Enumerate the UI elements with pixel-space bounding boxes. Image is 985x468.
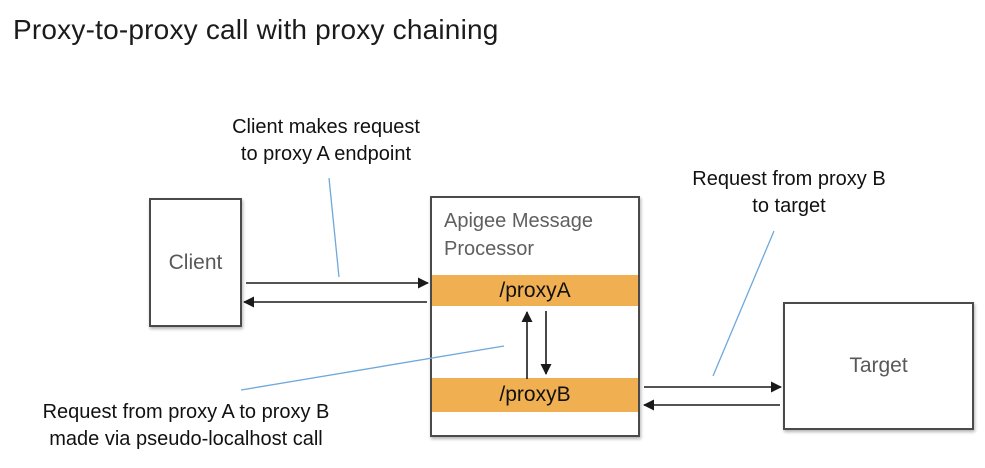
annotation-client-request: Client makes request to proxy A endpoint xyxy=(232,116,420,165)
leader-proxyb-to-target xyxy=(712,230,775,377)
leader-client-request xyxy=(328,177,340,278)
endpoint-proxya-label: /proxyA xyxy=(499,278,571,302)
annotation-proxyb-to-target: Request from proxy B to target xyxy=(692,168,886,217)
endpoint-proxya: /proxyA xyxy=(432,275,638,306)
endpoint-proxyb: /proxyB xyxy=(432,378,638,412)
annotation-proxya-to-proxyb: Request from proxy A to proxy B made via… xyxy=(42,401,330,450)
target-node: Target xyxy=(783,302,974,430)
message-processor-label: Apigee Message Processor xyxy=(444,210,593,261)
endpoint-proxyb-label: /proxyB xyxy=(499,383,571,406)
client-label: Client xyxy=(168,250,223,274)
client-node: Client xyxy=(149,198,242,327)
target-label: Target xyxy=(849,354,908,377)
message-processor-node: Apigee Message Processor /proxyA /proxyB xyxy=(430,196,640,437)
page-title: Proxy-to-proxy call with proxy chaining xyxy=(13,14,499,45)
